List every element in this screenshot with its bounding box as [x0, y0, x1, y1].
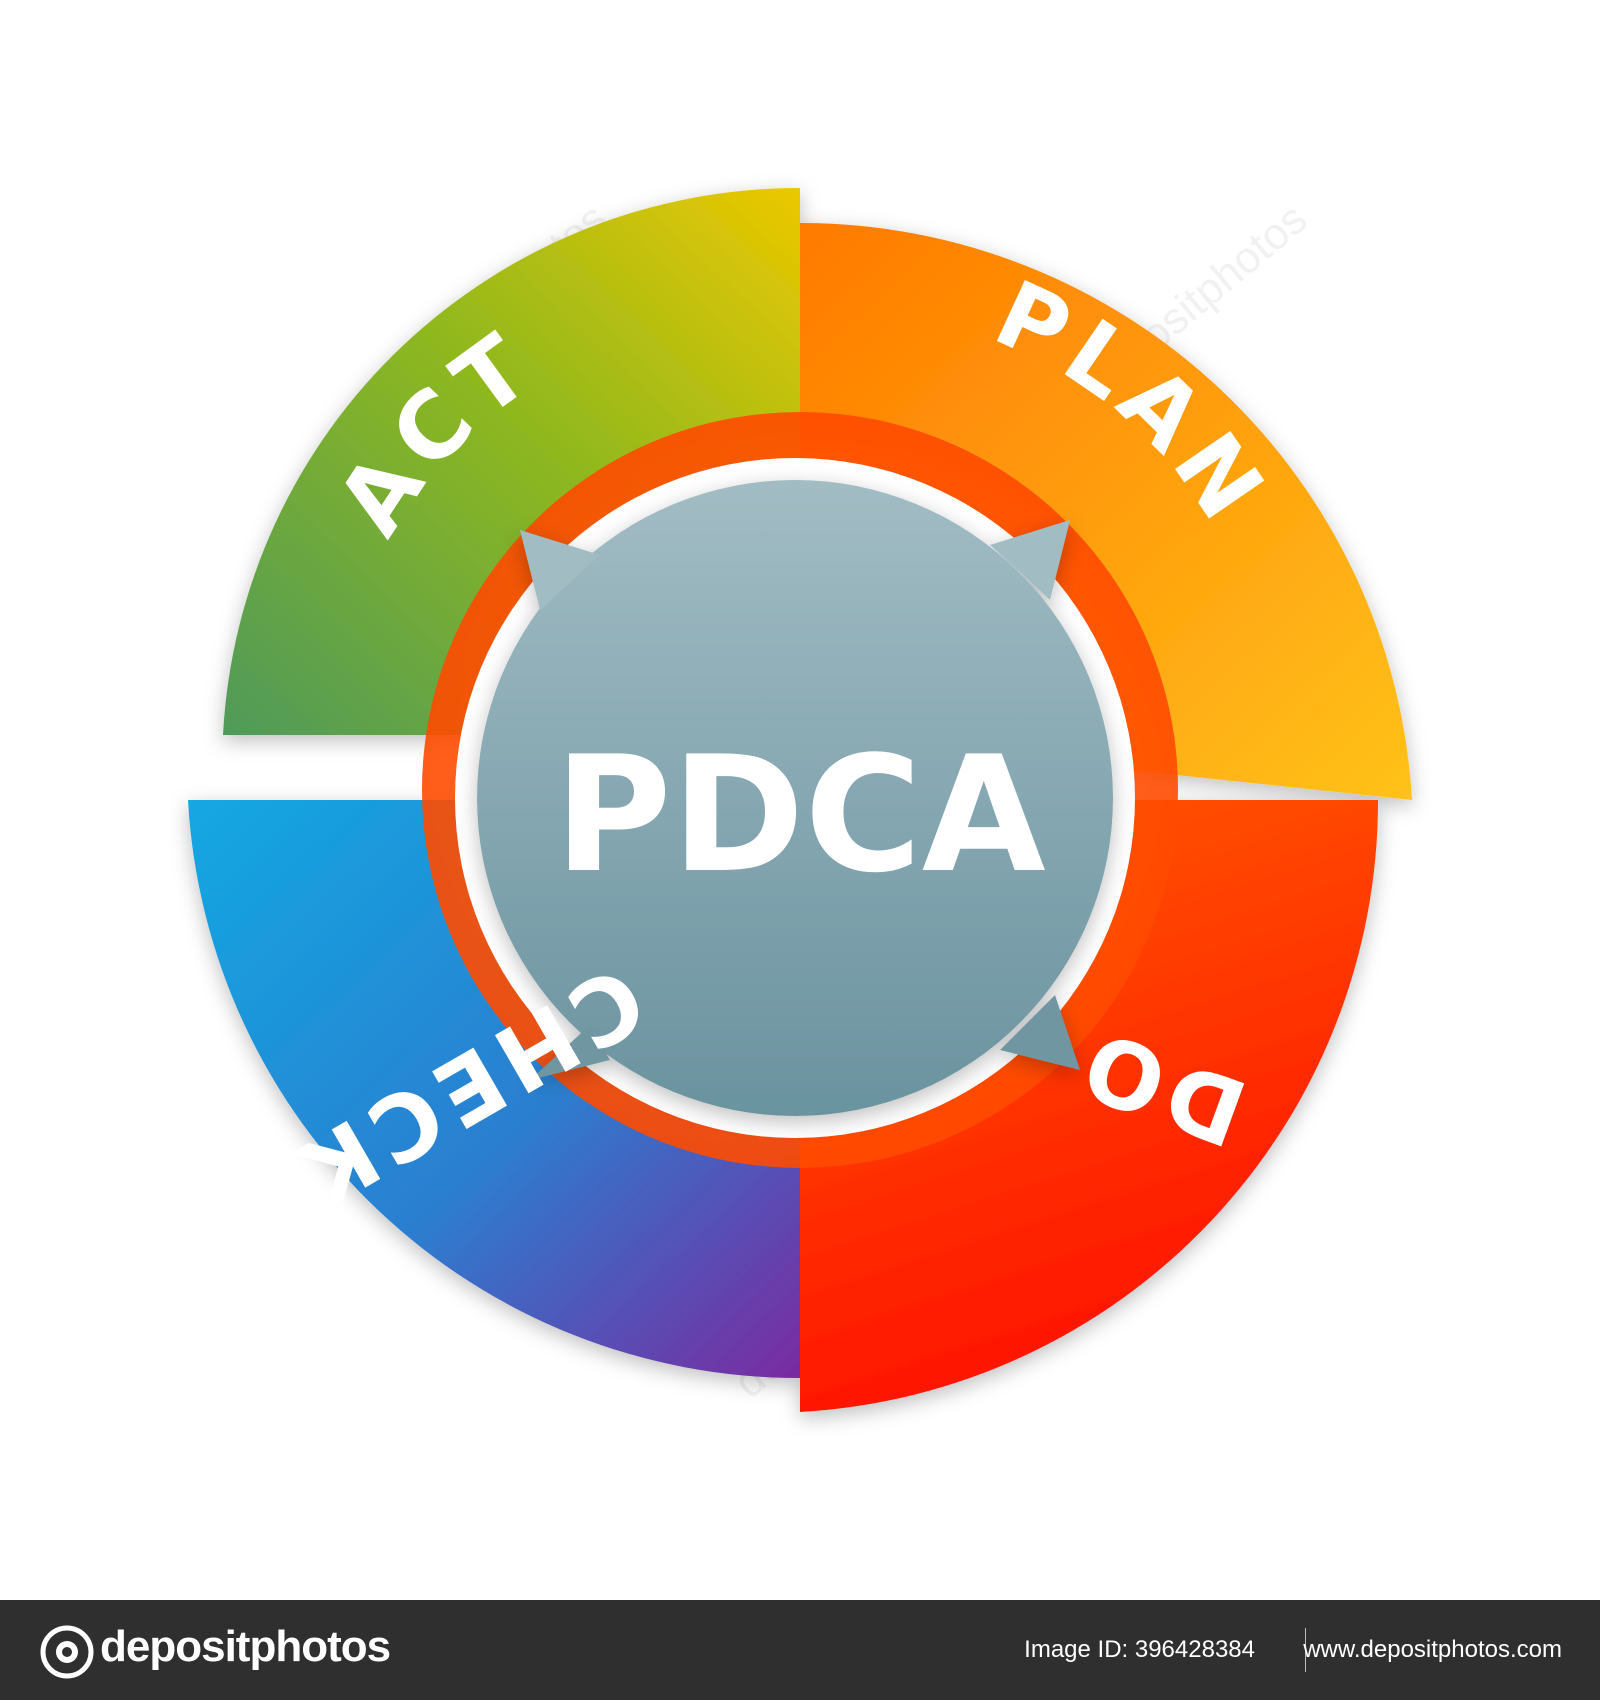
site-url: www.depositphotos.com: [1303, 1636, 1562, 1663]
image-id: Image ID: 396428384: [1024, 1636, 1255, 1663]
pdca-diagram: depositphotos depositphotos depositphoto…: [188, 187, 1412, 1412]
footer-divider: [1305, 1628, 1306, 1672]
center-label: PDCA: [554, 721, 1046, 908]
camera-icon: [40, 1625, 94, 1679]
center-badge: [477, 480, 1113, 1116]
footer-bar: depositphotos Image ID: 396428384 www.de…: [0, 1600, 1600, 1700]
brand-name: depositphotos: [100, 1622, 391, 1671]
